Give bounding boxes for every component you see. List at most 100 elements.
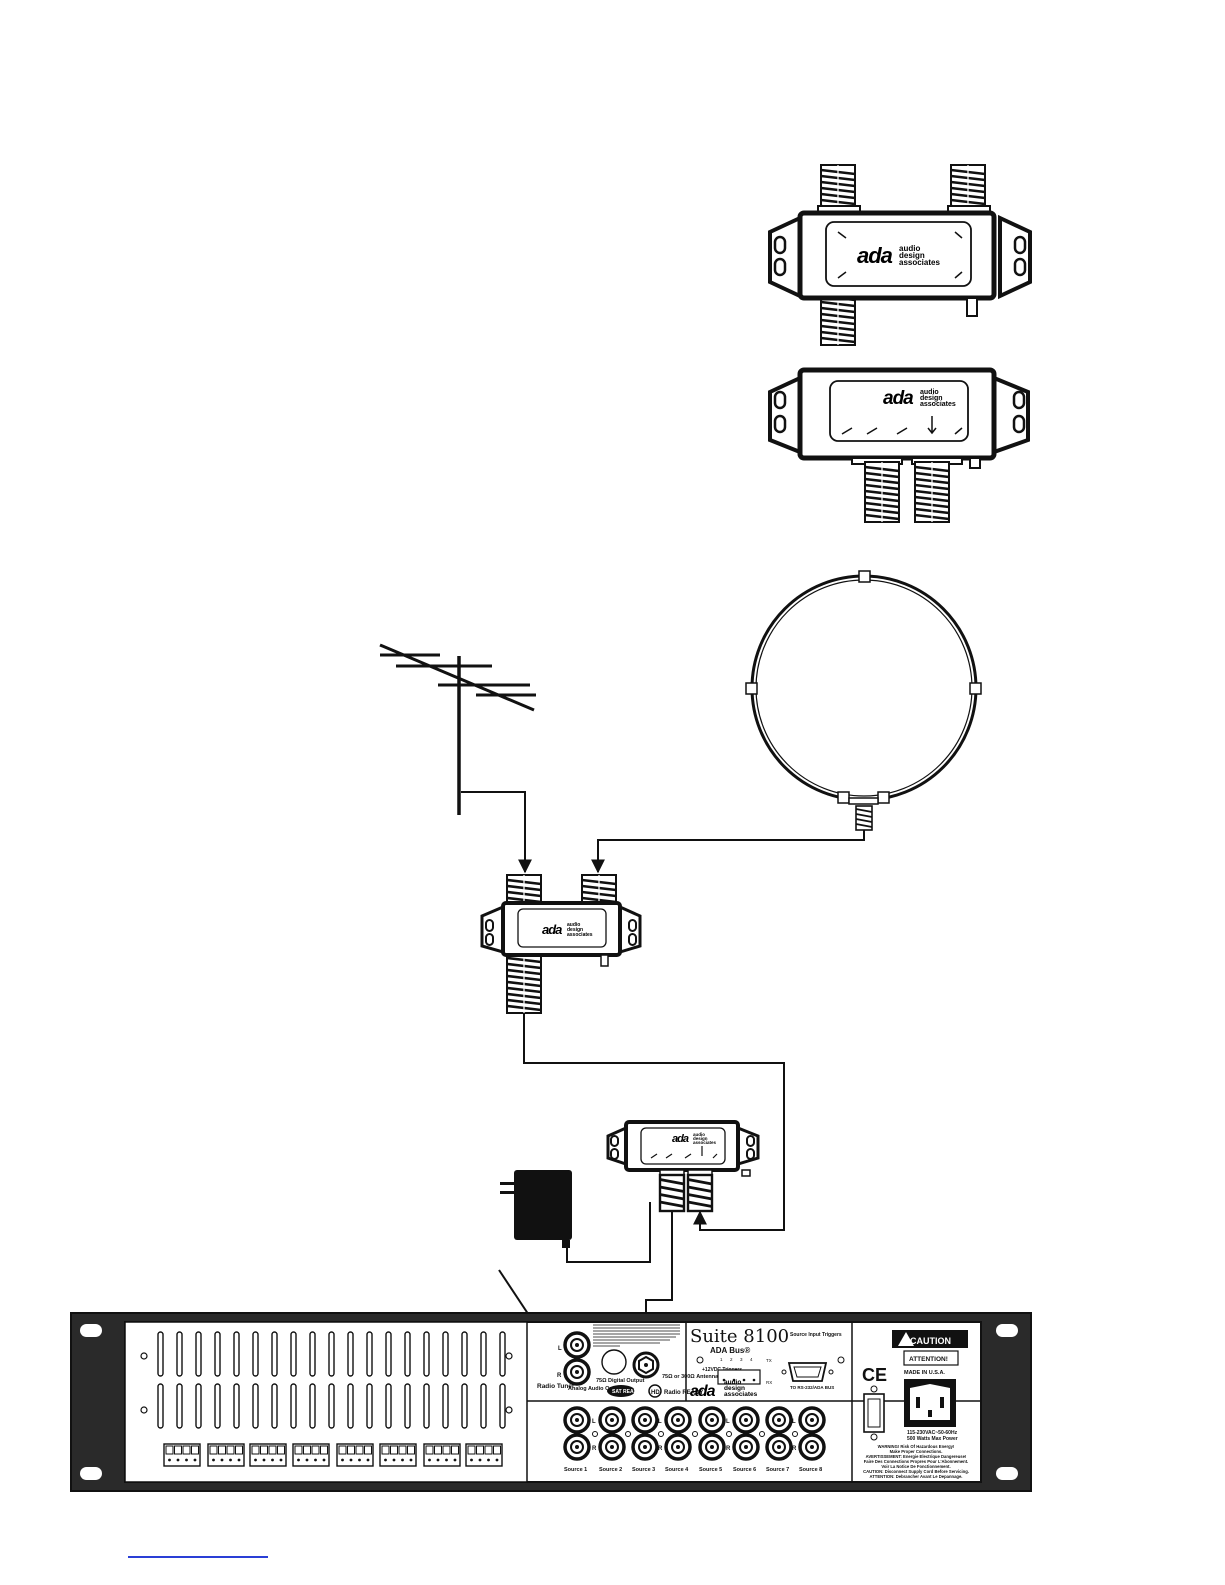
brand-logo-ada: ada (690, 1383, 716, 1400)
source-3-l-jack (631, 1406, 659, 1434)
power-adapter-icon (500, 1170, 572, 1248)
sat-ready-logo: SAT READY (607, 1385, 641, 1397)
warning-line: ATTENTION: Debrancher Avant Le Depannage… (870, 1474, 963, 1479)
brand-logo-ada: ada (883, 388, 914, 409)
radio-tuner-label: Radio Tuner (537, 1383, 575, 1390)
digital-output-label: 75Ω Digital Output (596, 1378, 645, 1384)
source-label: Source 1 (564, 1467, 587, 1473)
vent-slot (404, 1331, 411, 1377)
ce-mark: CE (862, 1365, 887, 1385)
source-8-r-jack (798, 1433, 826, 1461)
brand-logo-audio: audio (899, 244, 920, 253)
power-panel: CAUTION ATTENTION! MADE IN U.S.A. CE 115… (862, 1330, 969, 1479)
panel-screw (592, 1431, 598, 1437)
vent-slot (309, 1331, 316, 1377)
brand-logo-associates: associates (693, 1140, 717, 1145)
brand-logo-associates: associates (899, 258, 940, 267)
loop-antenna-icon (745, 570, 982, 831)
vent-slot (442, 1383, 449, 1429)
source-7-l-jack (765, 1406, 793, 1434)
source-label: Source 7 (766, 1467, 789, 1473)
source-2-l-jack (598, 1406, 626, 1434)
source-label: Source 3 (632, 1467, 655, 1473)
channel-label: R (658, 1446, 663, 1452)
source-4-l-jack (664, 1406, 692, 1434)
source-5-l-jack (698, 1406, 726, 1434)
jack-label-r: R (557, 1373, 562, 1379)
channel-label: L (658, 1419, 662, 1425)
serial-port (863, 1385, 885, 1441)
channel-label: R (792, 1446, 797, 1452)
model-panel: Suite 8100 ADA Bus® Source Input Trigger… (690, 1326, 845, 1400)
vent-slot (442, 1331, 449, 1377)
vent-slot (214, 1331, 221, 1377)
vent-slot (176, 1331, 183, 1377)
source-label: Source 2 (599, 1467, 622, 1473)
channel-label: R (726, 1446, 731, 1452)
vent-slot (347, 1331, 354, 1377)
ada-bus-label: ADA Bus® (710, 1346, 750, 1355)
iec-power-inlet (904, 1379, 956, 1427)
panel-screw (759, 1431, 765, 1437)
made-in-label: MADE IN U.S.A. (904, 1370, 945, 1376)
source-2-r-jack (598, 1433, 626, 1461)
model-name: Suite 8100 (690, 1326, 789, 1347)
vent-slot (423, 1331, 430, 1377)
brand-logo-audio: audio (693, 1132, 705, 1137)
brand-logo-design: design (567, 927, 583, 933)
vent-slot (271, 1383, 278, 1429)
panel-screw (726, 1431, 732, 1437)
source-1-l-jack (563, 1406, 591, 1434)
vent-slot (385, 1331, 392, 1377)
brand-logo-design: design (693, 1136, 708, 1141)
channel-label: L (726, 1419, 730, 1425)
brand-logo-audio: audio (724, 1379, 741, 1386)
brand-logo-associates: associates (567, 932, 593, 938)
rx-label: RX (766, 1380, 772, 1385)
power-max: 500 Watts Max Power (907, 1436, 958, 1442)
vent-slot (233, 1331, 240, 1377)
bus-pin-2: 2 (730, 1357, 733, 1362)
vent-slot (157, 1331, 164, 1377)
fine-print (593, 1324, 680, 1347)
vent-slot (195, 1331, 202, 1377)
hd-mark: HD (651, 1390, 660, 1396)
source-8-l-jack (798, 1406, 826, 1434)
source-label: Source 5 (699, 1467, 722, 1473)
warning-line: Faire Des Connections Propres Pour L'Abo… (864, 1459, 969, 1464)
source-label: Source 4 (665, 1467, 689, 1473)
source-5-r-jack (698, 1433, 726, 1461)
vent-slot (252, 1331, 259, 1377)
sat-ready-text: SAT READY (612, 1389, 641, 1395)
vent-slot (366, 1331, 373, 1377)
analog-audio-output-label: Analog Audio Output (568, 1386, 623, 1392)
brand-logo-ada: ada (857, 243, 893, 268)
splitter-small-icon: ada audio design associates (606, 1120, 760, 1213)
source-6-r-jack (732, 1433, 760, 1461)
footer-link-underline[interactable] (128, 1556, 268, 1558)
source-3-r-jack (631, 1433, 659, 1461)
vent-slot (214, 1383, 221, 1429)
hd-radio-text: Radio READY (664, 1390, 703, 1396)
brand-logo-ada: ada (672, 1133, 689, 1145)
bus-pin-4: 4 (750, 1357, 753, 1362)
tx-label: TX (766, 1358, 772, 1363)
vent-slot (157, 1383, 164, 1429)
caution-label: CAUTION (910, 1336, 951, 1346)
panel-screw (692, 1431, 698, 1437)
warning-line: AVERTISSEMENT: Energie Electrique Danger… (866, 1454, 967, 1459)
vent-slot (176, 1383, 183, 1429)
rs232-port (781, 1362, 834, 1382)
bus-pin-1: 1 (720, 1357, 723, 1362)
vent-slot (195, 1383, 202, 1429)
jack-label-l: L (558, 1346, 562, 1352)
warning-line: WARNING! Risk Of Hazardous Energy! (878, 1444, 955, 1449)
vent-slot (290, 1331, 297, 1377)
vent-slot (309, 1383, 316, 1429)
vent-slot (404, 1383, 411, 1429)
brand-logo-associates: associates (724, 1391, 758, 1398)
antenna-input-label: 75Ω or 300Ω Antenna Input (662, 1374, 733, 1380)
vent-slot (290, 1383, 297, 1429)
vent-slot (366, 1383, 373, 1429)
